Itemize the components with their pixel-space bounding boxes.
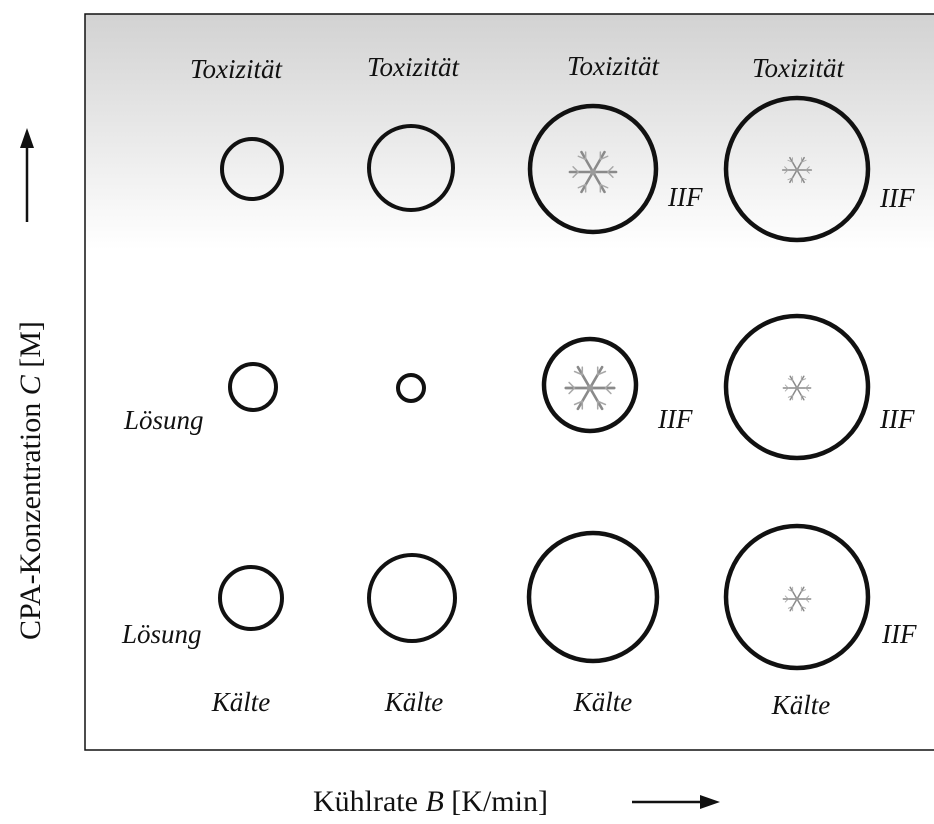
cell-circle: [541, 336, 639, 434]
ice-crystal-icon: [564, 365, 616, 411]
ice-crystal-icon: [782, 375, 812, 401]
x-axis-label: Kühlrate B [K/min]: [313, 785, 548, 818]
toxicity-label: Toxizität: [367, 52, 461, 82]
ice-crystal-icon: [782, 586, 812, 612]
cell-circle: [396, 373, 426, 403]
solution-label: Lösung: [123, 405, 204, 435]
cell-circle: [723, 95, 871, 243]
cell-circle: [527, 103, 659, 235]
iif-label: IIF: [667, 182, 703, 212]
toxicity-zone: [85, 14, 934, 250]
cell-circle: [228, 362, 278, 412]
cell-circle: [723, 523, 871, 671]
cold-label: Kälte: [384, 687, 444, 717]
cell-circle: [367, 124, 455, 212]
toxicity-label: Toxizität: [190, 54, 284, 84]
iif-label: IIF: [879, 183, 915, 213]
cold-label: Kälte: [573, 687, 633, 717]
cell-circle: [723, 313, 871, 461]
cell-circle: [218, 565, 284, 631]
iif-label: IIF: [879, 404, 915, 434]
cell-circle: [220, 137, 284, 201]
arrow-up-icon: [20, 128, 34, 222]
toxicity-label: Toxizität: [567, 51, 661, 81]
diagram-frame: [84, 13, 934, 751]
iif-label: IIF: [657, 404, 693, 434]
cold-label: Kälte: [211, 687, 271, 717]
cell-circle: [526, 530, 660, 664]
solution-label: Lösung: [121, 619, 202, 649]
toxicity-label: Toxizität: [752, 53, 846, 83]
arrow-right-icon: [632, 795, 720, 809]
y-axis-label: CPA-Konzentration C [M]: [14, 321, 47, 640]
cell-circle: [367, 553, 457, 643]
iif-label: IIF: [881, 619, 917, 649]
cold-label: Kälte: [771, 690, 831, 720]
